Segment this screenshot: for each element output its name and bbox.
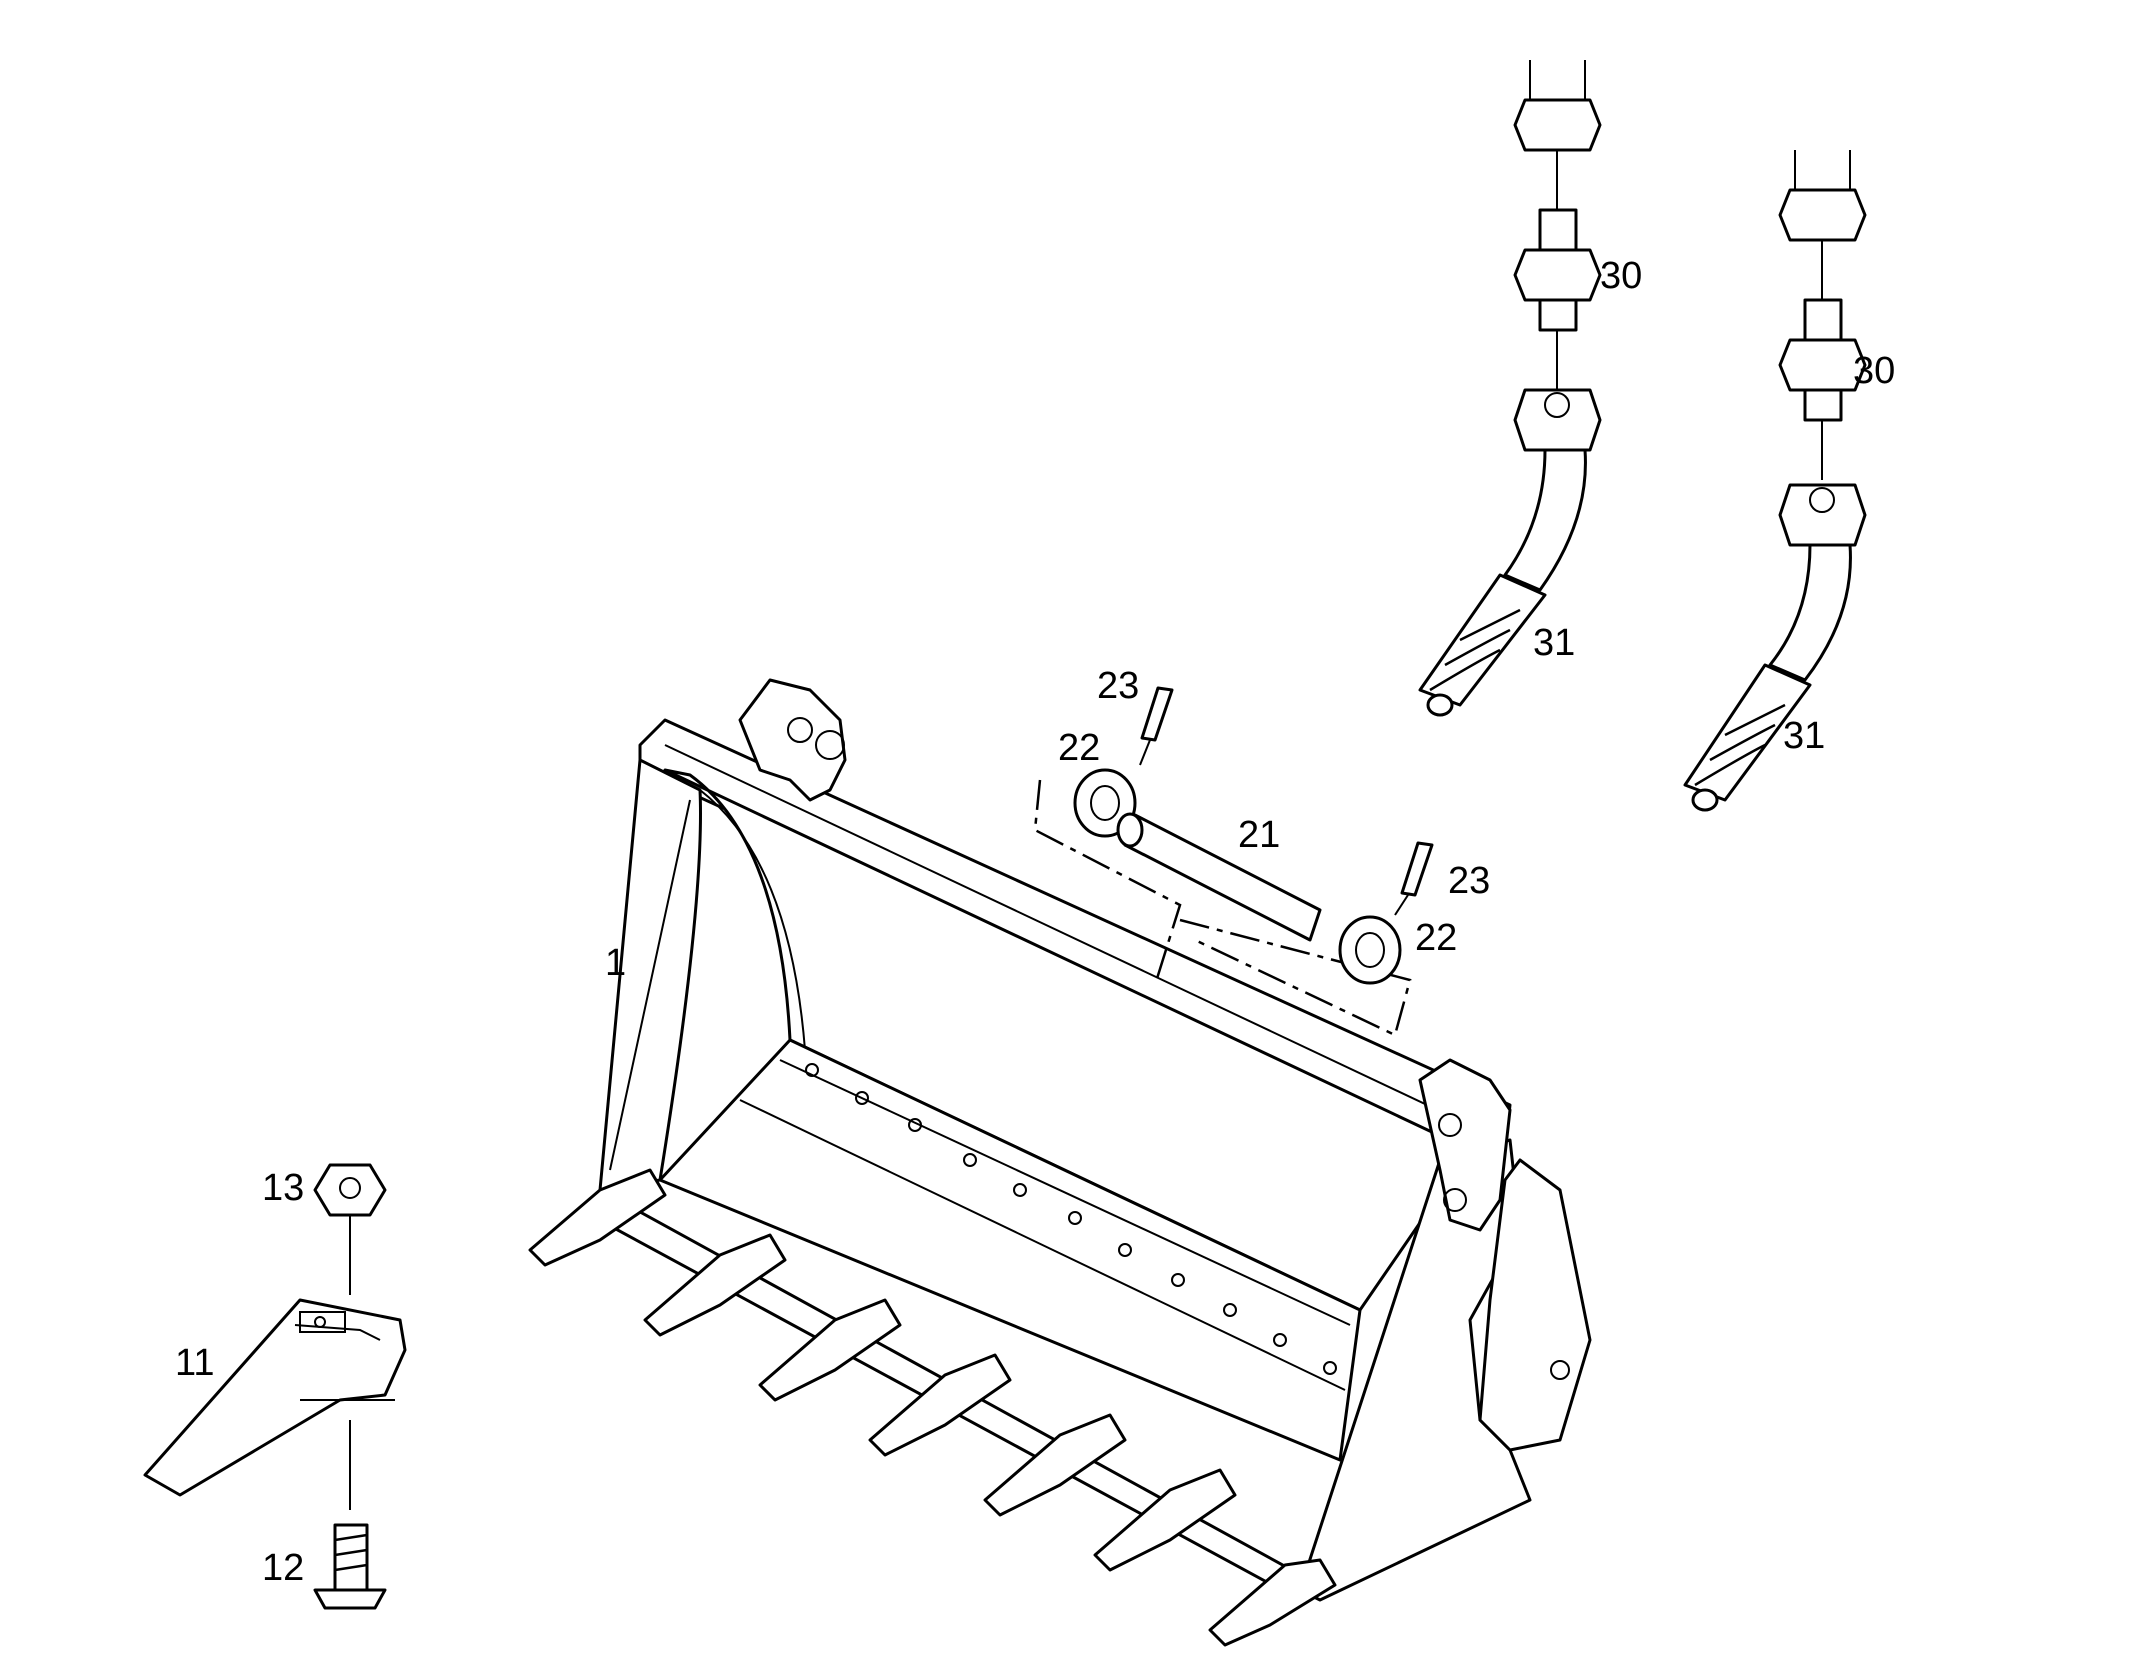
fitting-right <box>1778 298 1867 422</box>
roll-pin-left <box>1140 686 1174 742</box>
label-23-right: 23 <box>1448 860 1490 902</box>
label-12: 12 <box>262 1547 304 1589</box>
label-30-left: 30 <box>1600 255 1642 297</box>
hose-assembly-left <box>1418 60 1602 717</box>
fitting-left <box>1513 208 1602 332</box>
label-22-right: 22 <box>1415 917 1457 959</box>
bolt-hole-row <box>805 1063 1337 1375</box>
label-21: 21 <box>1238 814 1280 856</box>
callout-labels: 1 11 12 13 21 22 22 23 23 30 30 31 31 <box>175 255 1895 1589</box>
label-11: 11 <box>175 1342 214 1384</box>
pin-shaft <box>1116 812 1322 942</box>
hose-assembly-right <box>1683 150 1867 812</box>
bucket <box>528 678 1592 1647</box>
label-23-left: 23 <box>1097 665 1139 707</box>
bucket-teeth <box>528 1168 1337 1647</box>
label-30-right: 30 <box>1853 350 1895 392</box>
label-31-left: 31 <box>1533 622 1575 664</box>
tooth-detail <box>143 1163 407 1610</box>
tooth-nut <box>313 1163 387 1217</box>
label-22-left: 22 <box>1058 727 1100 769</box>
hose-left <box>1418 388 1602 717</box>
label-31-right: 31 <box>1783 715 1825 757</box>
tooth-adapter <box>143 1298 407 1497</box>
hex-nut-top-right <box>1778 188 1867 242</box>
label-13: 13 <box>262 1167 304 1209</box>
hose-right <box>1683 483 1867 812</box>
pin-assembly <box>1033 686 1434 1037</box>
bushing-right <box>1338 915 1402 985</box>
tooth-bolt <box>313 1523 387 1610</box>
roll-pin-right <box>1400 841 1434 897</box>
hex-nut-top-left <box>1513 98 1602 152</box>
label-1: 1 <box>605 942 626 984</box>
